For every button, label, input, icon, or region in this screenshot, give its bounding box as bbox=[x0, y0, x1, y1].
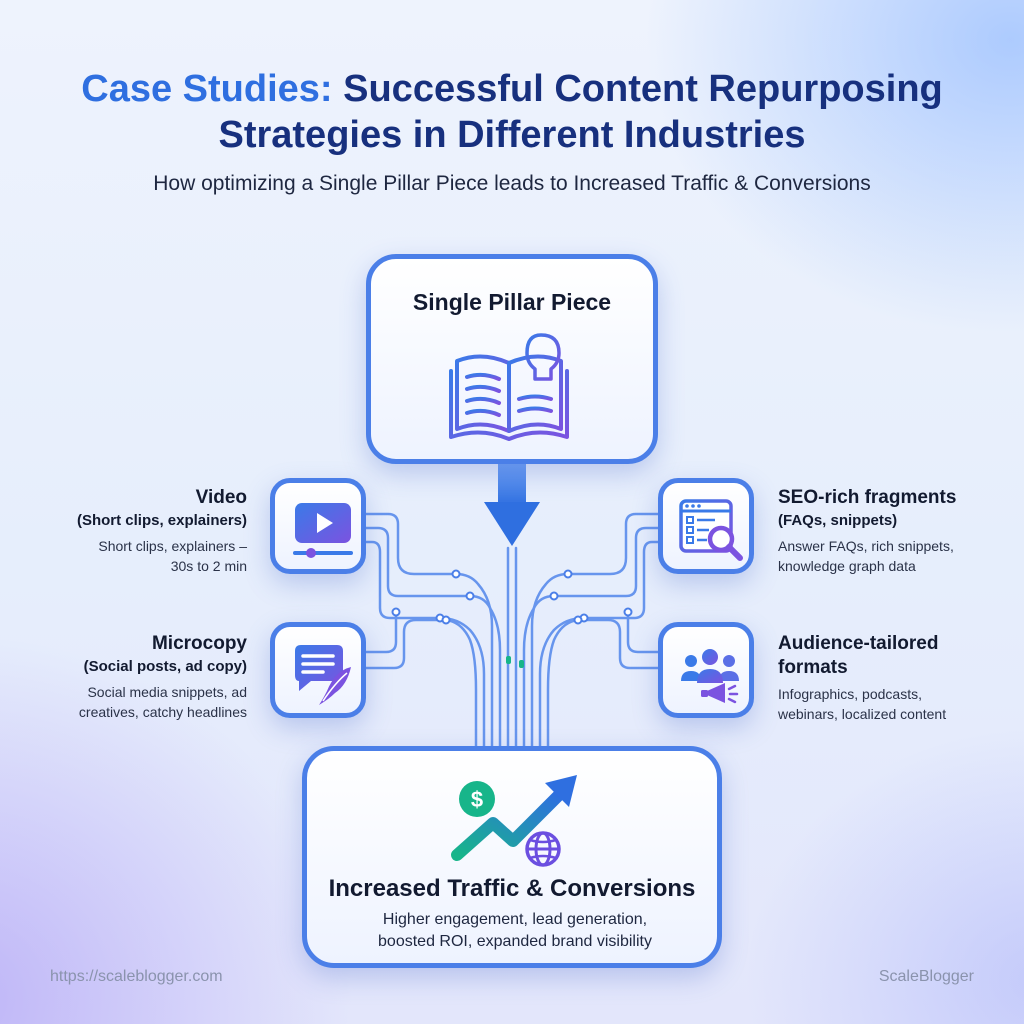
seo-label: SEO-rich fragments (FAQs, snippets) Answ… bbox=[778, 486, 1008, 576]
title-line-2: Strategies in Different Industries bbox=[218, 114, 806, 156]
video-description: Short clips, explainers –30s to 2 min bbox=[98, 538, 247, 574]
seo-description: Answer FAQs, rich snippets,knowledge gra… bbox=[778, 538, 954, 574]
page-subtitle: How optimizing a Single Pillar Piece lea… bbox=[153, 172, 871, 195]
result-box: $ Increased Traffic & Conversions Higher… bbox=[302, 746, 722, 968]
pillar-title: Single Pillar Piece bbox=[412, 289, 612, 315]
video-player-icon bbox=[293, 503, 353, 558]
result-title: Increased Traffic & Conversions bbox=[328, 875, 696, 902]
title-line-1: Successful Content Repurposing bbox=[343, 68, 943, 110]
growth-chart-icon: $ bbox=[451, 775, 577, 867]
audience-description: Infographics, podcasts,webinars, localiz… bbox=[778, 686, 947, 722]
page-title: Case Studies: Successful Content Repurpo… bbox=[0, 66, 1024, 158]
book-lightbulb-icon bbox=[449, 333, 569, 441]
dollar-icon bbox=[459, 781, 495, 817]
footer-url[interactable]: https://scaleblogger.com bbox=[50, 968, 223, 985]
microcopy-tile[interactable] bbox=[270, 622, 366, 718]
svg-text:$: $ bbox=[471, 787, 483, 812]
video-tile[interactable] bbox=[270, 478, 366, 574]
audience-megaphone-icon bbox=[681, 649, 739, 704]
globe-icon bbox=[525, 831, 561, 867]
microcopy-heading: Microcopy bbox=[151, 633, 247, 654]
video-subheading: (Short clips, explainers) bbox=[76, 512, 247, 529]
footer-brand: ScaleBlogger bbox=[878, 968, 974, 985]
seo-tile[interactable] bbox=[658, 478, 754, 574]
audience-tile[interactable] bbox=[658, 622, 754, 718]
pillar-box: Single Pillar Piece bbox=[366, 254, 658, 464]
chat-quill-icon bbox=[295, 645, 351, 705]
microcopy-subheading: (Social posts, ad copy) bbox=[83, 658, 247, 675]
result-description: Higher engagement, lead generation,boost… bbox=[378, 911, 652, 950]
down-arrow-icon bbox=[484, 464, 540, 546]
video-label: Video (Short clips, explainers) Short cl… bbox=[27, 486, 247, 576]
browser-search-icon bbox=[679, 499, 743, 561]
seo-subheading: (FAQs, snippets) bbox=[778, 512, 898, 529]
video-heading: Video bbox=[195, 487, 247, 508]
title-accent: Case Studies: bbox=[81, 68, 333, 110]
seo-heading: SEO-rich fragments bbox=[778, 487, 957, 508]
microcopy-label: Microcopy (Social posts, ad copy) Social… bbox=[27, 632, 247, 722]
